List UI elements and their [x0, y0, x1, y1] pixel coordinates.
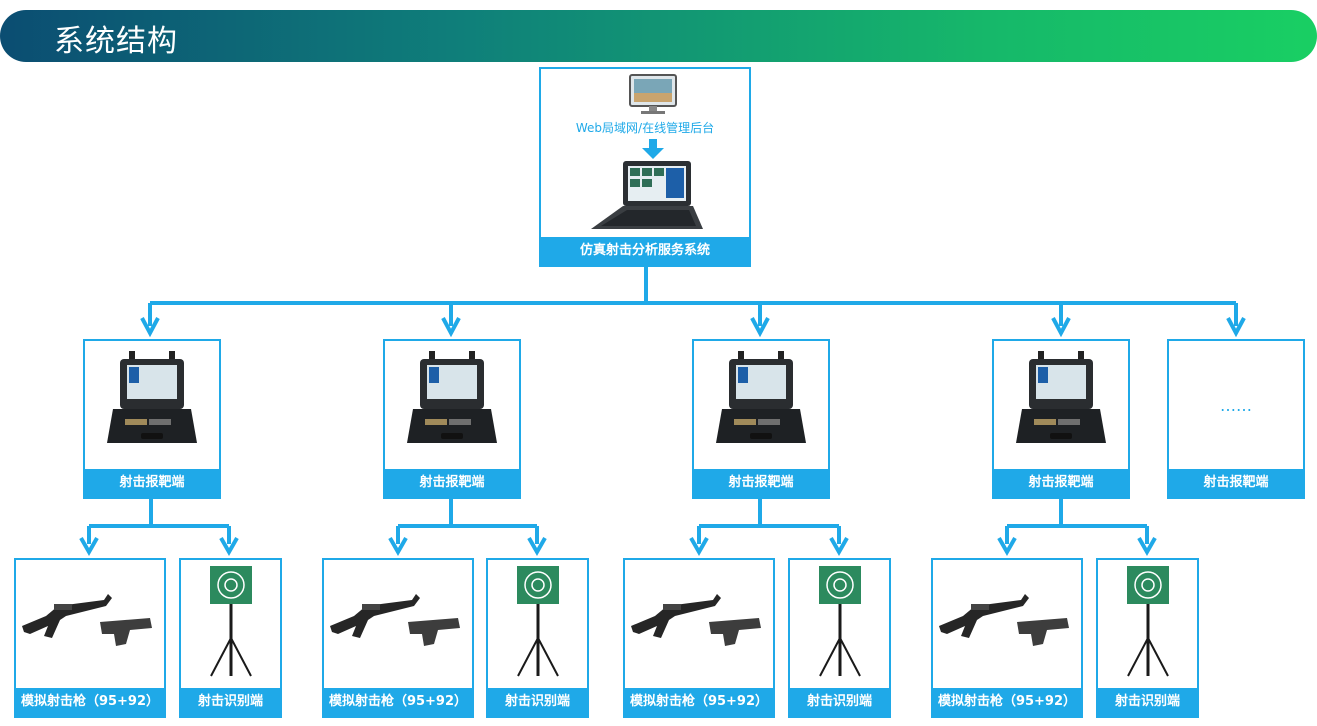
weapon-label: 模拟射击枪（95+92） [625, 688, 773, 716]
server-caption: Web局域网/在线管理后台 [575, 121, 715, 135]
server-label: 仿真射击分析服务系统 [541, 237, 749, 265]
server-box: Web局域网/在线管理后台 仿真射击分析服务系统 [539, 67, 751, 267]
rugged-case-icon [107, 351, 197, 443]
target-label: 射击识别端 [488, 688, 587, 716]
target-stand-icon [210, 566, 252, 677]
target-box: 射击识别端 [486, 558, 589, 718]
terminal-label: 射击报靶端 [994, 469, 1128, 497]
weapon-box: 模拟射击枪（95+92） [14, 558, 166, 718]
target-stand-icon [517, 566, 559, 677]
rugged-case-icon [716, 351, 806, 443]
terminal-box: 射击报靶端 [692, 339, 830, 499]
weapon-box: 模拟射击枪（95+92） [931, 558, 1083, 718]
terminal-label: 射击报靶端 [1169, 469, 1303, 497]
rifle-and-pistol-icon [330, 594, 460, 646]
header-banner: 系统结构 [0, 10, 1317, 62]
monitor-and-laptop-icon [591, 74, 703, 229]
rifle-and-pistol-icon [631, 594, 761, 646]
target-label: 射击识别端 [1098, 688, 1197, 716]
target-box: 射击识别端 [1096, 558, 1199, 718]
page-title: 系统结构 [54, 24, 178, 59]
terminal-box-placeholder: …… 射击报靶端 [1167, 339, 1305, 499]
ellipsis-text: …… [1220, 396, 1252, 415]
weapon-label: 模拟射击枪（95+92） [16, 688, 164, 716]
terminal-box: 射击报靶端 [83, 339, 221, 499]
weapon-label: 模拟射击枪（95+92） [933, 688, 1081, 716]
weapon-label: 模拟射击枪（95+92） [324, 688, 472, 716]
terminal-label: 射击报靶端 [694, 469, 828, 497]
terminal-box: 射击报靶端 [992, 339, 1130, 499]
target-label: 射击识别端 [181, 688, 280, 716]
target-label: 射击识别端 [790, 688, 889, 716]
rugged-case-icon [1016, 351, 1106, 443]
target-stand-icon [819, 566, 861, 677]
rifle-and-pistol-icon [22, 594, 152, 646]
weapon-box: 模拟射击枪（95+92） [623, 558, 775, 718]
target-stand-icon [1127, 566, 1169, 677]
target-box: 射击识别端 [179, 558, 282, 718]
terminal-label: 射击报靶端 [385, 469, 519, 497]
terminal-label: 射击报靶端 [85, 469, 219, 497]
target-box: 射击识别端 [788, 558, 891, 718]
terminal-box: 射击报靶端 [383, 339, 521, 499]
rugged-case-icon [407, 351, 497, 443]
weapon-box: 模拟射击枪（95+92） [322, 558, 474, 718]
rifle-and-pistol-icon [939, 594, 1069, 646]
